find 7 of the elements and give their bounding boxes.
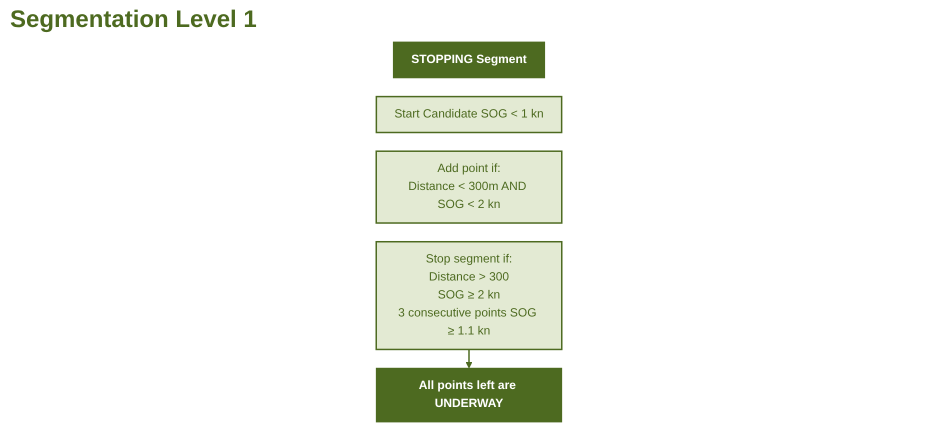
node-box: Add point if: Distance < 300m AND SOG < 2 kn <box>375 150 563 224</box>
node-box: All points left are UNDERWAY <box>376 368 562 422</box>
arrow <box>466 349 472 368</box>
node-box: Stop segment if: Distance > 300 SOG ≥ 2 kn 3 consecutive points SOG ≥ 1.1 kn <box>375 240 563 350</box>
node-box: Start Candidate SOG < 1 kn <box>376 96 562 134</box>
diagram-title: Segmentation Level 1 <box>10 6 258 34</box>
node-box: STOPPING Segment <box>392 42 546 78</box>
